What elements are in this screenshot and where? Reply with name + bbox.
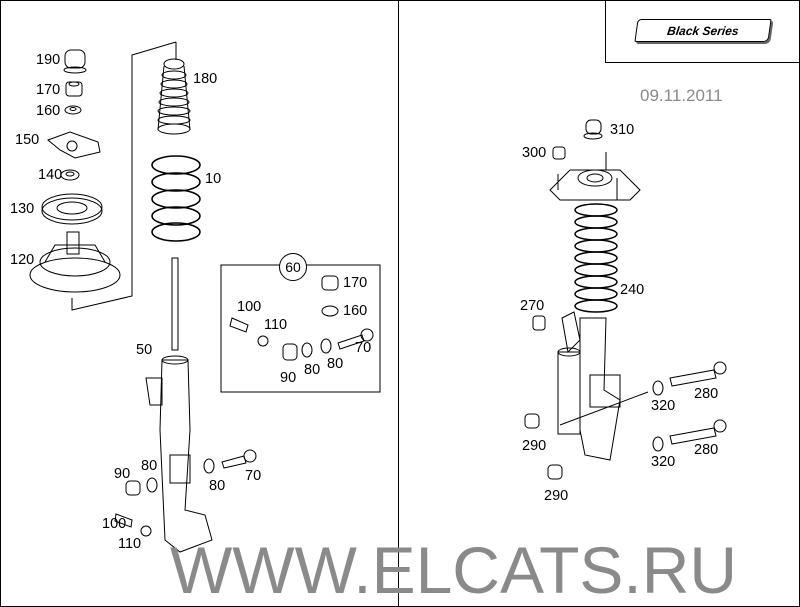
part-180-boot [157, 58, 191, 135]
panel-divider [398, 0, 399, 607]
part-label[interactable]: 170 [343, 275, 368, 291]
part-label[interactable]: 150 [15, 132, 40, 148]
part-label[interactable]: 180 [193, 71, 218, 87]
part-label[interactable]: 80 [327, 356, 344, 372]
part-label[interactable]: 110 [118, 536, 142, 552]
part-label[interactable]: 100 [237, 299, 262, 315]
part-label[interactable]: 270 [520, 298, 545, 314]
part-label[interactable]: 50 [136, 342, 153, 358]
rear-fasteners [524, 361, 727, 480]
group-bracket [71, 41, 177, 311]
series-box: Black Series [605, 0, 800, 63]
rear-strut-mount [549, 152, 641, 201]
lower-fasteners-front [114, 449, 257, 537]
part-label[interactable]: 320 [651, 398, 676, 414]
part-label[interactable]: 280 [694, 386, 719, 402]
part-240-spring [574, 203, 618, 313]
part-170-nut [65, 81, 83, 97]
part-160-washer [64, 105, 82, 115]
part-label[interactable]: 280 [694, 442, 719, 458]
date-stamp: 09.11.2011 [640, 86, 723, 105]
part-label[interactable]: 300 [522, 145, 547, 161]
part-120-mount [29, 231, 121, 293]
part-label[interactable]: 160 [36, 103, 61, 119]
part-label[interactable]: 190 [36, 52, 61, 68]
part-label[interactable]: 80 [141, 458, 158, 474]
part-310-cap [583, 119, 603, 140]
part-label[interactable]: 70 [355, 340, 372, 356]
part-label[interactable]: 140 [38, 167, 63, 183]
series-badge: Black Series [634, 19, 772, 42]
part-label[interactable]: 310 [610, 122, 635, 138]
part-label[interactable]: 320 [651, 454, 676, 470]
part-label[interactable]: 170 [36, 82, 61, 98]
part-label[interactable]: 90 [280, 370, 297, 386]
part-140-bearing [60, 169, 80, 181]
part-label[interactable]: 290 [522, 438, 547, 454]
kit-60-parts [229, 275, 374, 361]
part-150-plate [47, 131, 101, 159]
part-label[interactable]: 90 [114, 466, 131, 482]
part-label[interactable]: 130 [10, 201, 35, 217]
part-label[interactable]: 80 [209, 478, 226, 494]
kit-callout-60[interactable]: 60 [279, 253, 307, 281]
part-label[interactable]: 10 [205, 171, 222, 187]
part-50-strut [145, 257, 213, 553]
part-label[interactable]: 290 [544, 488, 569, 504]
part-label[interactable]: 80 [304, 362, 321, 378]
part-190-cap [63, 49, 87, 74]
part-label[interactable]: 240 [620, 282, 645, 298]
part-300-nut [552, 146, 566, 160]
part-10-spring [151, 155, 201, 242]
part-130-seat [41, 193, 103, 225]
part-label[interactable]: 70 [245, 468, 262, 484]
part-label[interactable]: 160 [343, 303, 368, 319]
part-270-nut [532, 315, 546, 331]
part-label[interactable]: 120 [10, 252, 35, 268]
part-label[interactable]: 110 [264, 317, 288, 333]
rear-strut-body [557, 311, 621, 461]
part-label[interactable]: 100 [102, 516, 127, 532]
watermark: WWW.ELCATS.RU [170, 533, 738, 607]
